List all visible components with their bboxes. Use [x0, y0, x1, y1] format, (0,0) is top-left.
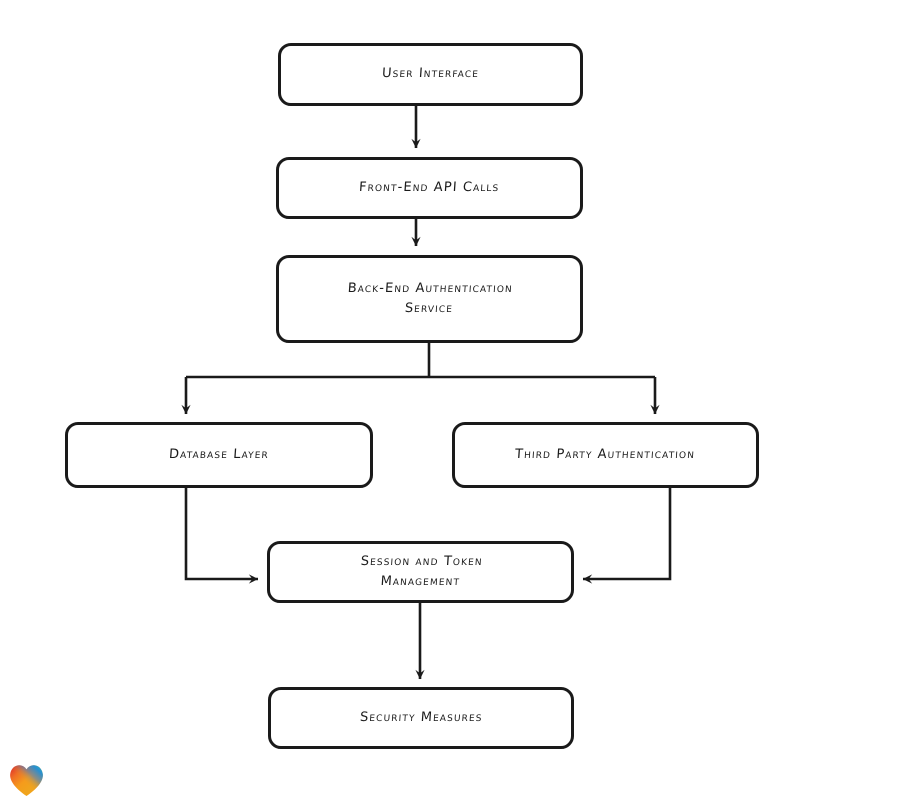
node-backend-authentication-service[interactable]: Back-End Authentication Service [276, 255, 583, 343]
heart-logo-icon [10, 765, 43, 797]
edge-thirdparty-to-session [582, 488, 672, 584]
node-security-measures-label: Security Measures [359, 709, 483, 725]
node-user-interface[interactable]: User Interface [278, 43, 583, 106]
node-security-measures[interactable]: Security Measures [268, 687, 574, 749]
node-database-layer-label: Database Layer [168, 446, 270, 462]
node-session-and-token-management[interactable]: Session and Token Management [267, 541, 574, 603]
node-frontend-api-calls-label: Front-End API Calls [358, 179, 501, 195]
node-third-party-authentication[interactable]: Third Party Authentication [452, 422, 759, 488]
node-database-layer[interactable]: Database Layer [65, 422, 373, 488]
node-backend-authentication-service-label: Back-End Authentication Service [347, 280, 514, 316]
node-third-party-authentication-label: Third Party Authentication [514, 446, 697, 462]
node-frontend-api-calls[interactable]: Front-End API Calls [276, 157, 583, 219]
edge-database-to-session [184, 488, 259, 584]
node-session-and-token-management-label: Session and Token Management [359, 553, 483, 589]
node-user-interface-label: User Interface [381, 66, 480, 82]
